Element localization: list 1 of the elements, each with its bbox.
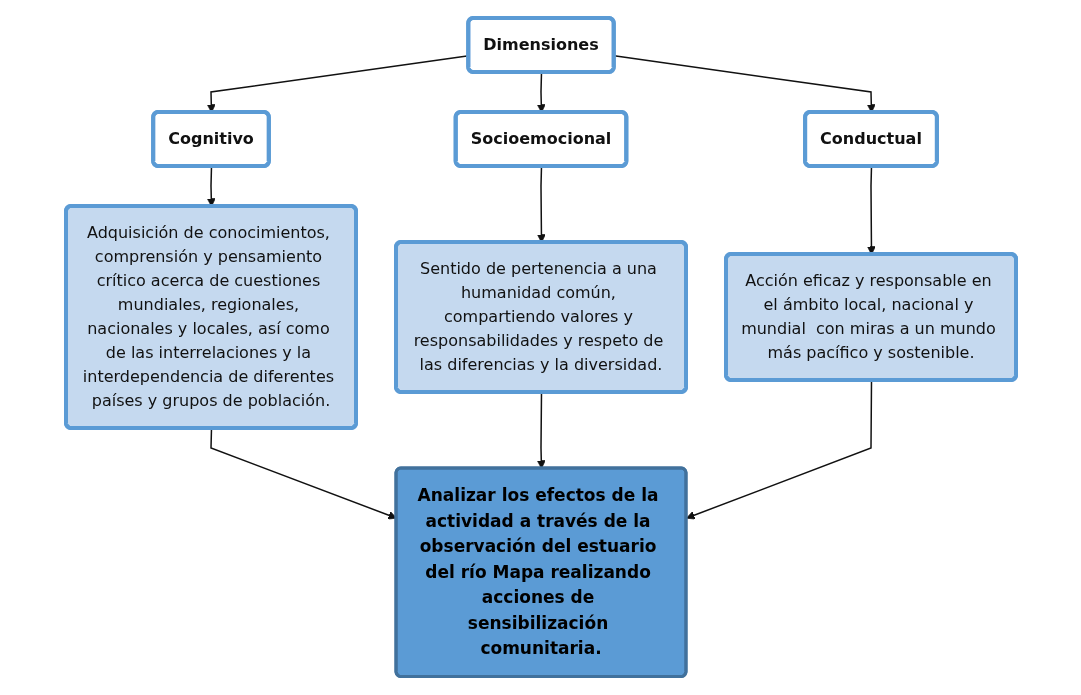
- arrow: [685, 380, 872, 520]
